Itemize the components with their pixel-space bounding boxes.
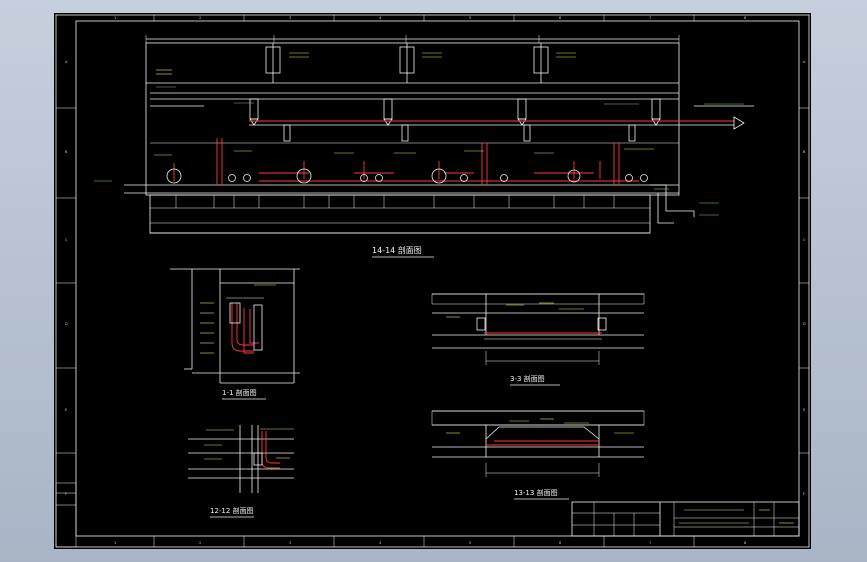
dim-ticks-top bbox=[145, 35, 680, 43]
border-label: D bbox=[803, 322, 806, 326]
border-label: E bbox=[803, 408, 805, 412]
border-label: B bbox=[65, 150, 68, 154]
border-label: 1 bbox=[114, 541, 116, 545]
border-label: 5 bbox=[469, 16, 471, 20]
border-label: 8 bbox=[744, 541, 746, 545]
annotation-marks-yellow bbox=[154, 52, 654, 156]
border-label: A bbox=[803, 60, 806, 64]
border-label: B bbox=[803, 150, 806, 154]
title-1-1: 1-1 剖面图 bbox=[222, 388, 257, 397]
border-label: 3 bbox=[289, 16, 291, 20]
border-label: 6 bbox=[559, 541, 561, 545]
title-14-14: 14-14 剖面图 bbox=[372, 245, 422, 255]
border-label: 6 bbox=[559, 16, 561, 20]
outer-frame bbox=[55, 14, 810, 548]
title-block[interactable] bbox=[571, 501, 800, 537]
border-label: 1 bbox=[114, 16, 116, 20]
tank-outer bbox=[145, 42, 680, 196]
diffuser-pipes bbox=[173, 138, 639, 185]
border-label: 8 bbox=[744, 16, 746, 20]
border-label: A bbox=[65, 60, 68, 64]
border-label: F bbox=[803, 492, 805, 496]
left-stamp-box bbox=[55, 482, 77, 548]
title-12-12: 12-12 剖面图 bbox=[210, 506, 254, 515]
title-3-3: 3-3 剖面图 bbox=[510, 374, 545, 383]
border-label: C bbox=[65, 238, 68, 242]
section-1-1[interactable]: 1-1 剖面图 bbox=[170, 268, 300, 400]
border-label: F bbox=[65, 492, 67, 496]
section-3-3[interactable]: 3-3 剖面图 bbox=[431, 293, 645, 386]
border-label: 2 bbox=[199, 16, 201, 20]
border-label: 4 bbox=[379, 16, 382, 20]
border-ticks bbox=[56, 15, 809, 547]
section-12-12[interactable]: 12-12 剖面图 bbox=[188, 425, 294, 518]
section-13-13[interactable]: 13-13 剖面图 bbox=[431, 410, 645, 500]
border-label: D bbox=[65, 322, 68, 326]
pipe-circles bbox=[166, 168, 648, 184]
border-label: 2 bbox=[199, 541, 201, 545]
annotation-marks-green bbox=[94, 86, 744, 216]
inner-frame bbox=[75, 20, 800, 537]
risers bbox=[265, 43, 549, 83]
border-label: C bbox=[803, 238, 806, 242]
border-label: 7 bbox=[649, 541, 651, 545]
border-label: E bbox=[65, 408, 67, 412]
border-label: 7 bbox=[649, 16, 651, 20]
border-label: 3 bbox=[289, 541, 291, 545]
border-label: 5 bbox=[469, 541, 471, 545]
border-label: 4 bbox=[379, 541, 382, 545]
section-14-14[interactable]: 14-14 剖面图 bbox=[94, 35, 754, 258]
title-13-13: 13-13 剖面图 bbox=[514, 488, 558, 497]
